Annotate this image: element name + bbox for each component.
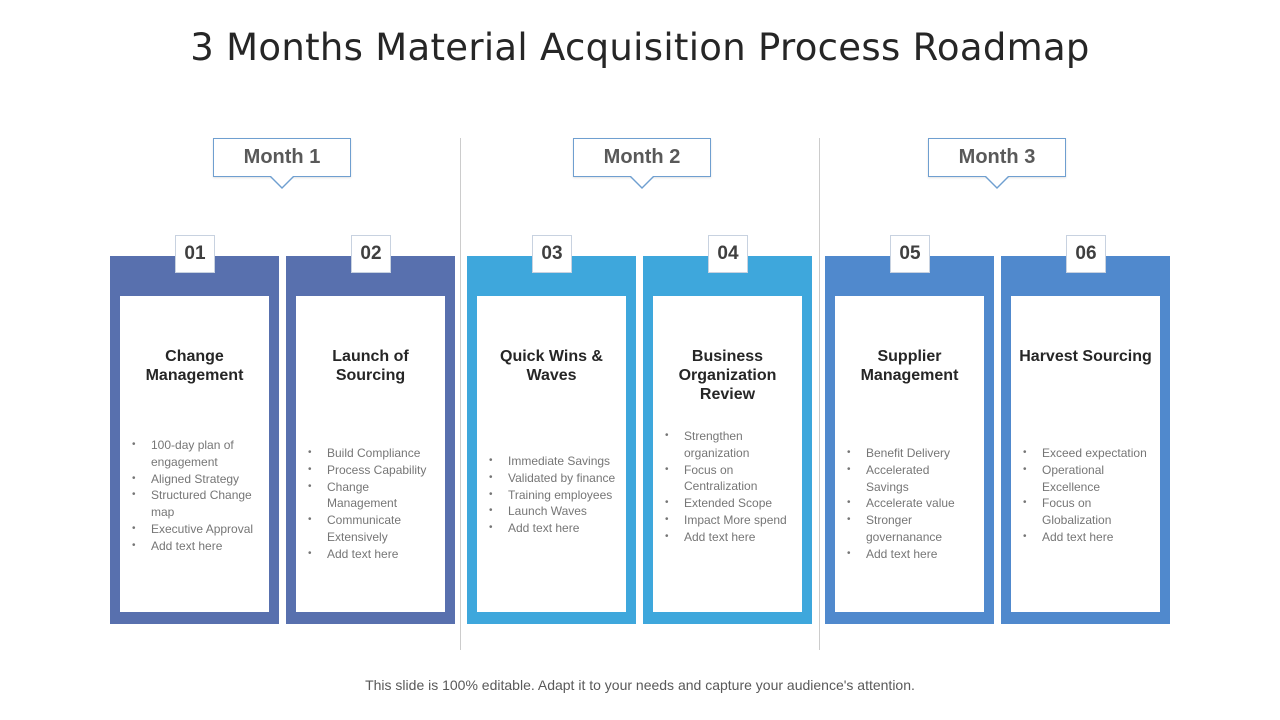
step-bullet-list: Strengthen organization Focus on Central… [665, 428, 793, 546]
list-item: Benefit Delivery [847, 445, 975, 462]
step-card: Supplier Management Benefit Delivery Acc… [835, 296, 984, 612]
slide-title: 3 Months Material Acquisition Process Ro… [190, 26, 1090, 69]
list-item: Change Management [308, 479, 436, 513]
list-item: Strengthen organization [665, 428, 793, 462]
list-item: Process Capability [308, 462, 436, 479]
step-column-06: Harvest Sourcing Exceed expectation Oper… [1001, 235, 1170, 624]
month-2-tag: Month 2 [573, 138, 711, 189]
list-item: Extended Scope [665, 495, 793, 512]
list-item: Add text here [665, 529, 793, 546]
step-column-03: Quick Wins & Waves Immediate Savings Val… [467, 235, 636, 624]
month-2-label: Month 2 [603, 146, 681, 168]
step-title: Business Organization Review [678, 348, 777, 403]
step-number-badge: 03 [532, 235, 572, 273]
step-column-04: Business Organization Review Strengthen … [643, 235, 812, 624]
step-bullet-list: Benefit Delivery Accelerated Savings Acc… [847, 445, 975, 563]
list-item: Aligned Strategy [132, 471, 260, 488]
step-card: Launch of Sourcing Build Compliance Proc… [296, 296, 445, 612]
list-item: Validated by finance [489, 470, 617, 487]
month-3-label: Month 3 [958, 146, 1036, 168]
list-item: Focus on Centralization [665, 462, 793, 496]
list-item: Add text here [489, 520, 617, 537]
step-title: Supplier Management [860, 348, 959, 384]
list-item: Executive Approval [132, 521, 260, 538]
step-number-badge: 01 [175, 235, 215, 273]
list-item: Exceed expectation [1023, 445, 1151, 462]
step-bullet-list: Immediate Savings Validated by finance T… [489, 453, 617, 537]
step-number-badge: 04 [708, 235, 748, 273]
step-bullet-list: 100-day plan of engagement Aligned Strat… [132, 437, 260, 555]
month-3-tag: Month 3 [928, 138, 1066, 189]
footer-note: This slide is 100% editable. Adapt it to… [365, 677, 915, 693]
step-card: Harvest Sourcing Exceed expectation Oper… [1011, 296, 1160, 612]
step-bullet-list: Exceed expectation Operational Excellenc… [1023, 445, 1151, 546]
step-bullet-list: Build Compliance Process Capability Chan… [308, 445, 436, 563]
list-item: Accelerated Savings [847, 462, 975, 496]
month-1-label: Month 1 [243, 146, 321, 168]
list-item: 100-day plan of engagement [132, 437, 260, 471]
list-item: Add text here [1023, 529, 1151, 546]
step-card: Quick Wins & Waves Immediate Savings Val… [477, 296, 626, 612]
list-item: Structured Change map [132, 487, 260, 521]
list-item: Add text here [308, 546, 436, 563]
list-item: Add text here [132, 538, 260, 555]
step-title: Launch of Sourcing [332, 348, 409, 384]
step-card: Business Organization Review Strengthen … [653, 296, 802, 612]
step-number-badge: 02 [351, 235, 391, 273]
list-item: Accelerate value [847, 495, 975, 512]
list-item: Communicate Extensively [308, 512, 436, 546]
list-item: Stronger governanance [847, 512, 975, 546]
step-number-badge: 06 [1066, 235, 1106, 273]
list-item: Operational Excellence [1023, 462, 1151, 496]
month-divider [460, 138, 461, 650]
step-card: Change Management 100-day plan of engage… [120, 296, 269, 612]
list-item: Launch Waves [489, 503, 617, 520]
list-item: Impact More spend [665, 512, 793, 529]
step-title: Quick Wins & Waves [500, 348, 603, 384]
step-column-02: Launch of Sourcing Build Compliance Proc… [286, 235, 455, 624]
step-title: Change Management [145, 348, 244, 384]
list-item: Build Compliance [308, 445, 436, 462]
month-divider [819, 138, 820, 650]
step-title: Harvest Sourcing [1019, 348, 1152, 365]
step-column-05: Supplier Management Benefit Delivery Acc… [825, 235, 994, 624]
month-1-tag: Month 1 [213, 138, 351, 189]
step-column-01: Change Management 100-day plan of engage… [110, 235, 279, 624]
list-item: Add text here [847, 546, 975, 563]
list-item: Immediate Savings [489, 453, 617, 470]
list-item: Focus on Globalization [1023, 495, 1151, 529]
list-item: Training employees [489, 487, 617, 504]
step-number-badge: 05 [890, 235, 930, 273]
